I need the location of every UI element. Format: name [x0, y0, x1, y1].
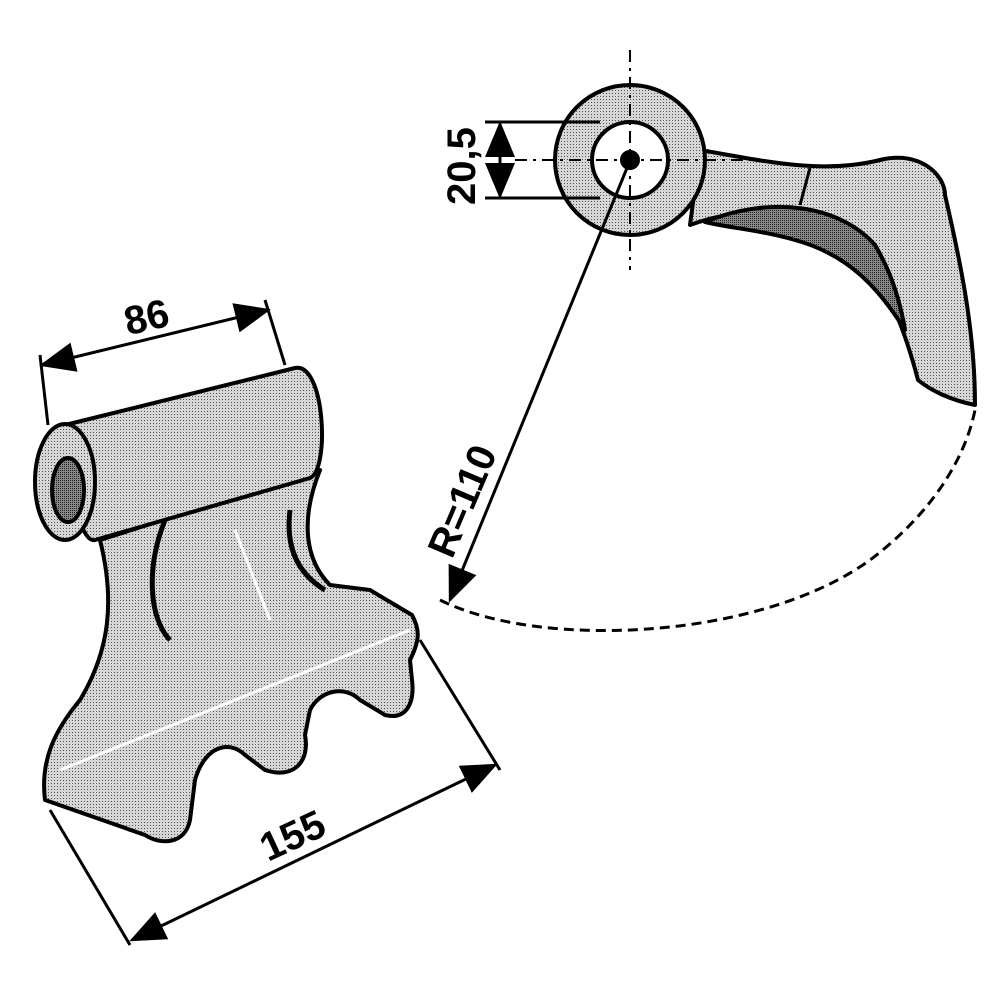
swing-arc	[439, 409, 977, 633]
hammer-front-view	[33, 365, 420, 844]
center-lines	[515, 50, 760, 270]
hammer-arm	[688, 148, 977, 407]
arm-shadow	[703, 204, 907, 332]
dimension-label-radius: R=110	[420, 439, 506, 564]
hammer-side-view	[553, 83, 977, 407]
tube-bore	[50, 456, 86, 524]
dimension-label-86: 86	[120, 291, 173, 344]
dimension-lines	[38, 120, 629, 946]
dimension-label-20-5: 20,5	[440, 127, 484, 205]
dimension-label-155: 155	[253, 802, 332, 870]
